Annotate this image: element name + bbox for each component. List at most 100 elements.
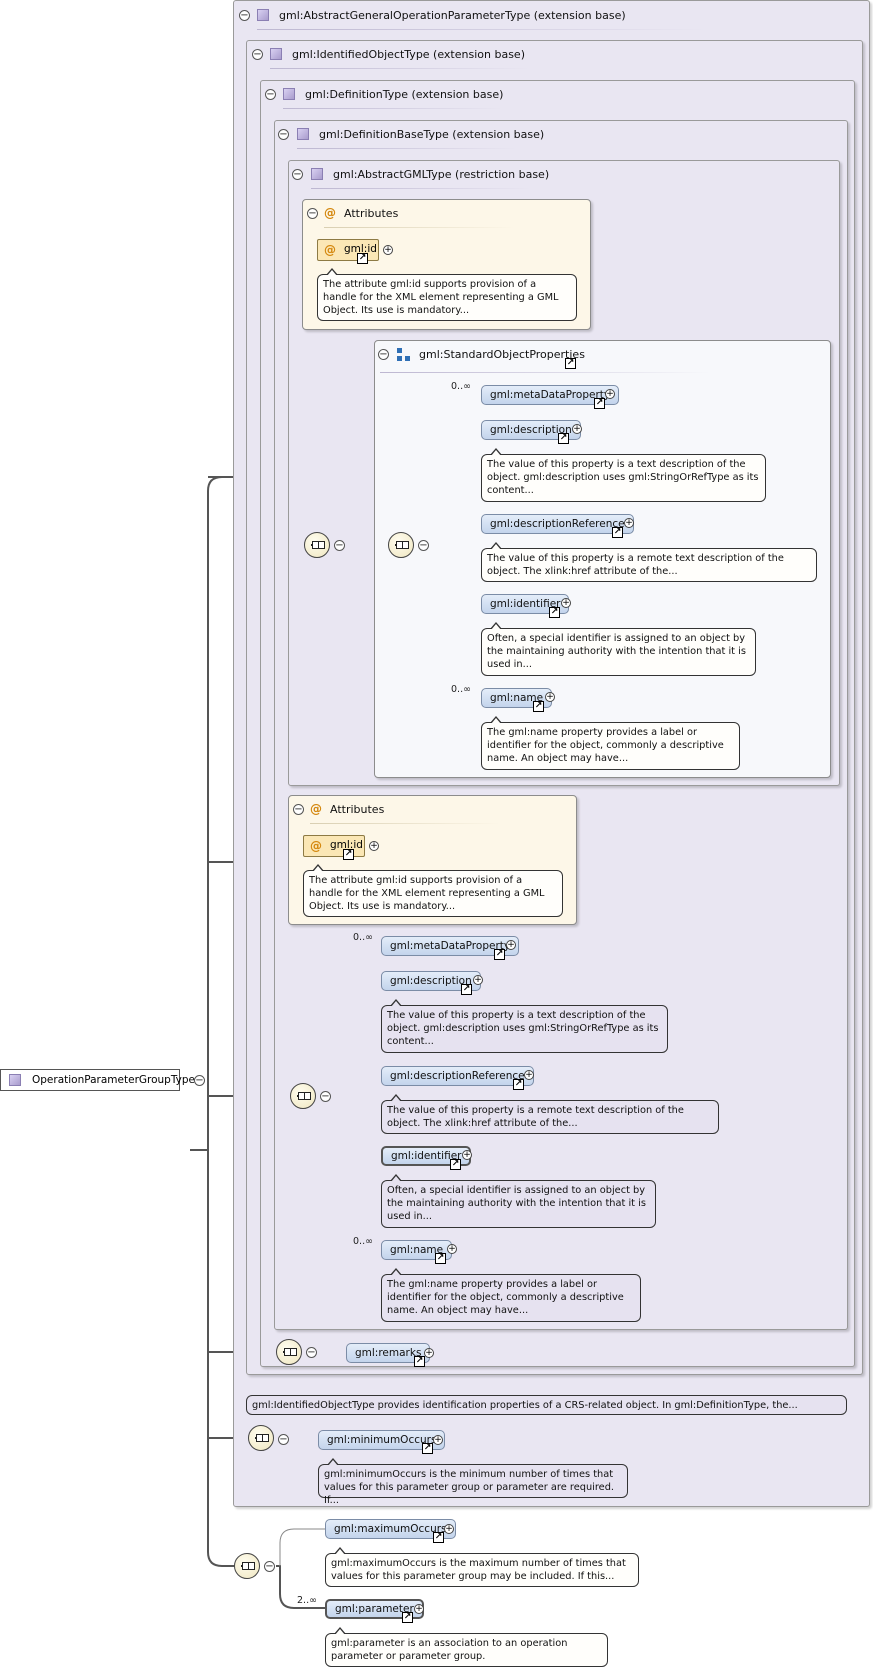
element-remarks[interactable]: gml:remarks bbox=[346, 1343, 431, 1363]
attribute-icon: @ bbox=[324, 243, 336, 257]
expand-icon[interactable]: + bbox=[444, 1524, 454, 1534]
attributes-title: Attributes bbox=[330, 803, 385, 816]
collapse-toggle[interactable]: − bbox=[278, 129, 289, 140]
frame-title: gml:AbstractGMLType (restriction base) bbox=[333, 168, 550, 181]
collapse-toggle[interactable]: − bbox=[265, 89, 276, 100]
expand-icon[interactable]: + bbox=[524, 1070, 534, 1080]
occurs-label: 0..∞ bbox=[353, 932, 373, 943]
element-doc: gml:maximumOccurs is the maximum number … bbox=[325, 1547, 639, 1587]
element-doc: gml:parameter is an association to an op… bbox=[325, 1627, 608, 1667]
sequence-compositor[interactable] bbox=[304, 532, 330, 558]
complex-type-icon bbox=[9, 1074, 21, 1086]
attribute-gml-id[interactable]: @ gml:id bbox=[317, 239, 379, 261]
element-metadata-property[interactable]: gml:metaDataProperty bbox=[381, 936, 520, 956]
link-arrow-icon[interactable]: ↗ bbox=[433, 1532, 444, 1543]
collapse-toggle[interactable]: − bbox=[292, 169, 303, 180]
parameter-required-line bbox=[276, 1565, 325, 1609]
element-identifier[interactable]: gml:identifier bbox=[481, 594, 570, 614]
collapse-toggle[interactable]: − bbox=[378, 349, 389, 360]
element-doc: The gml:name property provides a label o… bbox=[381, 1268, 641, 1322]
attribute-icon: @ bbox=[310, 802, 322, 816]
max-bracket bbox=[279, 1528, 325, 1566]
link-arrow-icon[interactable]: ↗ bbox=[414, 1356, 425, 1367]
expand-icon[interactable]: + bbox=[424, 1348, 434, 1358]
element-description[interactable]: gml:description bbox=[381, 971, 481, 991]
expand-icon[interactable]: + bbox=[572, 424, 582, 434]
collapse-toggle[interactable]: − bbox=[278, 1434, 289, 1445]
expand-icon[interactable]: + bbox=[545, 692, 555, 702]
collapse-toggle[interactable]: − bbox=[307, 208, 318, 219]
expand-icon[interactable]: + bbox=[414, 1604, 424, 1614]
expand-icon[interactable]: + bbox=[447, 1244, 457, 1254]
element-description-reference[interactable]: gml:descriptionReference bbox=[381, 1066, 534, 1086]
occurs-label: 0..∞ bbox=[451, 684, 471, 695]
collapse-toggle[interactable]: − bbox=[418, 540, 429, 551]
attribute-icon: @ bbox=[310, 839, 322, 853]
link-arrow-icon[interactable]: ↗ bbox=[435, 1253, 446, 1264]
link-arrow-icon[interactable]: ↗ bbox=[565, 358, 576, 369]
element-name[interactable]: gml:name bbox=[381, 1240, 453, 1260]
occurs-label: 0..∞ bbox=[353, 1236, 373, 1247]
sequence-compositor[interactable] bbox=[290, 1083, 316, 1109]
link-arrow-icon[interactable]: ↗ bbox=[402, 1612, 413, 1623]
link-arrow-icon[interactable]: ↗ bbox=[533, 701, 544, 712]
element-parameter[interactable]: gml:parameter bbox=[325, 1599, 424, 1619]
collapse-toggle[interactable]: − bbox=[334, 540, 345, 551]
complex-type-icon bbox=[283, 88, 295, 100]
collapse-toggle[interactable]: − bbox=[264, 1561, 275, 1572]
collapse-toggle[interactable]: − bbox=[252, 49, 263, 60]
sequence-compositor[interactable] bbox=[388, 532, 414, 558]
link-arrow-icon[interactable]: ↗ bbox=[558, 433, 569, 444]
frame-title: gml:DefinitionType (extension base) bbox=[305, 88, 504, 101]
expand-icon[interactable]: + bbox=[605, 389, 615, 399]
sequence-compositor[interactable] bbox=[234, 1553, 260, 1579]
element-description-reference[interactable]: gml:descriptionReference bbox=[481, 514, 634, 534]
root-label: OperationParameterGroupType bbox=[32, 1074, 195, 1086]
expand-icon[interactable]: + bbox=[433, 1435, 443, 1445]
link-arrow-icon[interactable]: ↗ bbox=[450, 1159, 461, 1170]
link-arrow-icon[interactable]: ↗ bbox=[357, 253, 368, 264]
group-title: gml:StandardObjectProperties bbox=[419, 348, 585, 361]
link-arrow-icon[interactable]: ↗ bbox=[513, 1079, 524, 1090]
link-arrow-icon[interactable]: ↗ bbox=[343, 849, 354, 860]
frame-title: gml:IdentifiedObjectType (extension base… bbox=[292, 48, 525, 61]
collapse-toggle[interactable]: − bbox=[239, 10, 250, 21]
element-doc: The value of this property is a text des… bbox=[481, 448, 766, 502]
expand-icon[interactable]: + bbox=[473, 975, 483, 985]
expand-icon[interactable]: + bbox=[462, 1150, 472, 1160]
complex-type-icon bbox=[311, 168, 323, 180]
element-doc: gml:minimumOccurs is the minimum number … bbox=[318, 1458, 628, 1506]
collapse-toggle[interactable]: − bbox=[306, 1347, 317, 1358]
link-arrow-icon[interactable]: ↗ bbox=[422, 1443, 433, 1454]
element-description[interactable]: gml:description bbox=[481, 420, 581, 440]
expand-icon[interactable]: + bbox=[369, 841, 379, 851]
attribute-gml-id[interactable]: @ gml:id bbox=[303, 835, 365, 857]
sequence-compositor[interactable] bbox=[248, 1425, 274, 1451]
element-doc: The gml:name property provides a label o… bbox=[481, 716, 740, 770]
element-minimum-occurs[interactable]: gml:minimumOccurs bbox=[318, 1430, 446, 1450]
occurs-label: 2..∞ bbox=[297, 1595, 317, 1606]
frame-title: gml:AbstractGeneralOperationParameterTyp… bbox=[279, 9, 626, 22]
attribute-doc: The attribute gml:id supports provision … bbox=[303, 864, 563, 917]
element-doc: The value of this property is a text des… bbox=[381, 999, 668, 1053]
attribute-doc: The attribute gml:id supports provision … bbox=[317, 268, 577, 321]
expand-icon[interactable]: + bbox=[624, 518, 634, 528]
element-doc: The value of this property is a remote t… bbox=[381, 1094, 719, 1134]
link-arrow-icon[interactable]: ↗ bbox=[461, 984, 472, 995]
root-complex-type[interactable]: OperationParameterGroupType bbox=[0, 1069, 195, 1091]
collapse-toggle[interactable]: − bbox=[320, 1091, 331, 1102]
complex-type-icon bbox=[270, 48, 282, 60]
expand-icon[interactable]: + bbox=[506, 940, 516, 950]
element-maximum-occurs[interactable]: gml:maximumOccurs bbox=[325, 1519, 456, 1539]
link-arrow-icon[interactable]: ↗ bbox=[549, 607, 560, 618]
complex-type-icon bbox=[297, 128, 309, 140]
collapse-toggle[interactable]: − bbox=[194, 1075, 205, 1086]
sequence-compositor[interactable] bbox=[276, 1339, 302, 1365]
link-arrow-icon[interactable]: ↗ bbox=[494, 949, 505, 960]
link-arrow-icon[interactable]: ↗ bbox=[612, 527, 623, 538]
link-arrow-icon[interactable]: ↗ bbox=[594, 398, 605, 409]
collapse-toggle[interactable]: − bbox=[293, 804, 304, 815]
expand-icon[interactable]: + bbox=[383, 245, 393, 255]
element-metadata-property[interactable]: gml:metaDataProperty bbox=[481, 385, 620, 405]
expand-icon[interactable]: + bbox=[561, 598, 571, 608]
